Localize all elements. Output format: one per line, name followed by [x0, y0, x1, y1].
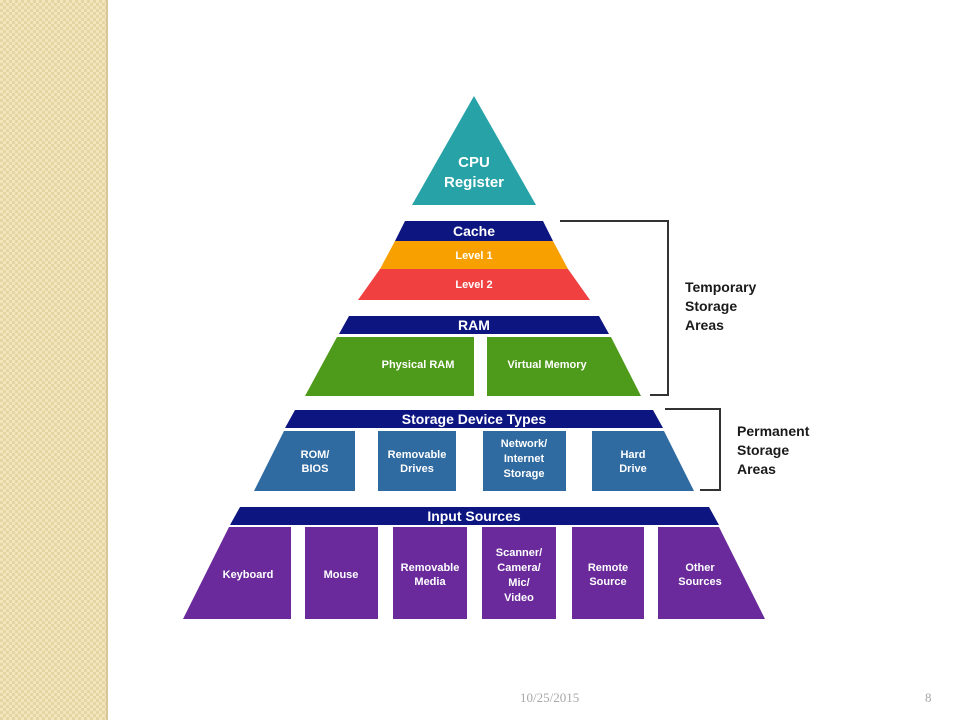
storage-cell-network-storage-line3: Storage	[504, 468, 545, 480]
input-cell-scanner-camera-line4: Video	[504, 592, 534, 604]
decorative-side-bar	[0, 0, 106, 720]
input-title: Input Sources	[427, 508, 521, 524]
input-cell-scanner-camera-line2: Camera/	[497, 562, 540, 574]
permanent-storage-label-line1: Permanent	[737, 423, 810, 439]
input-cell-removable-media-line2: Media	[414, 576, 446, 588]
storage-cell-rom-bios-line1: ROM/	[301, 449, 330, 461]
ram-cell-physical	[305, 337, 474, 396]
permanent-storage-label-line2: Storage	[737, 442, 789, 458]
permanent-storage-bracket	[665, 408, 721, 491]
storage-cell-hard-drive-line1: Hard	[620, 449, 645, 461]
input-cell-scanner-camera-line3: Mic/	[508, 577, 529, 589]
cache-header	[395, 221, 553, 241]
temporary-storage-bracket	[560, 220, 669, 396]
cache-level2-band	[358, 269, 590, 300]
storage-cell-hard-drive	[592, 431, 694, 491]
storage-cell-rom-bios	[254, 431, 355, 491]
input-cell-other-sources	[658, 527, 765, 619]
cache-level1-label: Level 1	[455, 250, 492, 262]
side-bar-edge	[106, 0, 108, 720]
input-cell-scanner-camera	[482, 527, 556, 619]
input-cell-remote-source	[572, 527, 644, 619]
storage-cell-network-storage-line1: Network/	[501, 438, 547, 450]
cpu-register-apex	[412, 96, 536, 205]
ram-title: RAM	[458, 317, 490, 333]
footer-date: 10/25/2015	[520, 690, 580, 705]
cache-level1-band	[380, 241, 568, 269]
storage-cell-network-storage	[483, 431, 566, 491]
input-cell-other-sources-line1: Other	[685, 562, 715, 574]
input-header	[230, 507, 719, 525]
input-cell-scanner-camera-line1: Scanner/	[496, 547, 542, 559]
storage-header	[285, 410, 663, 428]
temporary-storage-label-line1: Temporary	[685, 279, 757, 295]
ram-cell-virtual-label: Virtual Memory	[507, 359, 587, 371]
storage-cell-removable-drives-line2: Drives	[400, 463, 434, 475]
storage-cell-hard-drive-line2: Drive	[619, 463, 647, 475]
input-cell-remote-source-line1: Remote	[588, 562, 628, 574]
ram-cell-virtual	[487, 337, 641, 396]
input-cell-mouse	[305, 527, 378, 619]
storage-cell-removable-drives-line1: Removable	[388, 449, 447, 461]
temporary-storage-label-line3: Areas	[685, 317, 724, 333]
storage-title: Storage Device Types	[402, 411, 547, 427]
storage-cell-rom-bios-line2: BIOS	[302, 463, 329, 475]
input-cell-remote-source-line2: Source	[589, 576, 626, 588]
apex-label-line1: CPU	[458, 154, 490, 171]
temporary-storage-label-line2: Storage	[685, 298, 737, 314]
ram-cell-physical-label: Physical RAM	[382, 359, 455, 371]
input-cell-mouse-line1: Mouse	[324, 569, 359, 581]
storage-cell-network-storage-line2: Internet	[504, 453, 545, 465]
cache-level2-label: Level 2	[455, 279, 492, 291]
ram-header	[339, 316, 609, 334]
input-cell-keyboard	[183, 527, 291, 619]
permanent-storage-label-line3: Areas	[737, 461, 776, 477]
storage-cell-removable-drives	[378, 431, 456, 491]
input-cell-removable-media-line1: Removable	[401, 562, 460, 574]
input-cell-removable-media	[393, 527, 467, 619]
input-cell-other-sources-line2: Sources	[678, 576, 721, 588]
footer-page-number: 8	[925, 690, 932, 705]
apex-label-line2: Register	[444, 174, 504, 191]
cache-title: Cache	[453, 223, 495, 239]
input-cell-keyboard-line1: Keyboard	[223, 569, 274, 581]
